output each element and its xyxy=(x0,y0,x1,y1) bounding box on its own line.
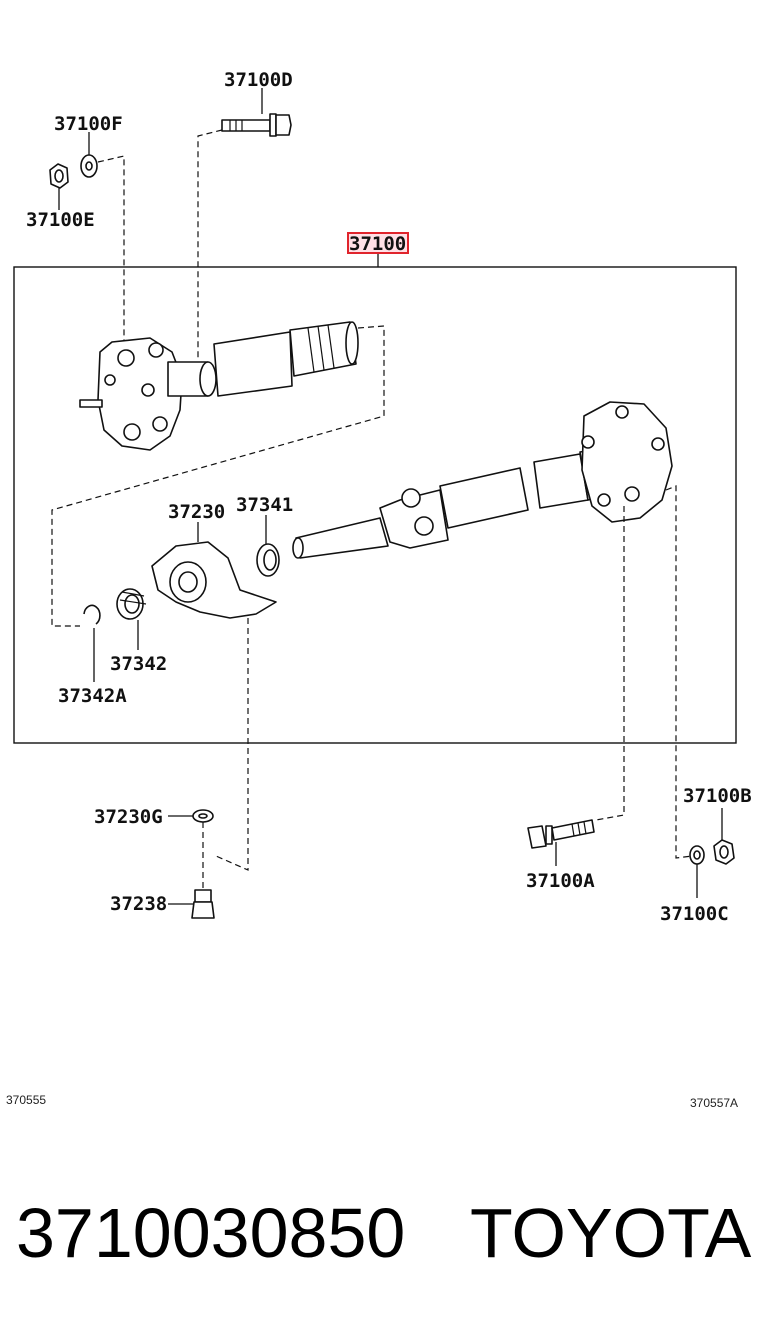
assembly-frame xyxy=(13,266,737,744)
label-37342a[interactable]: 37342A xyxy=(58,685,127,707)
washer-37230g[interactable] xyxy=(192,809,214,823)
label-37238[interactable]: 37238 xyxy=(110,893,167,915)
label-37230g[interactable]: 37230G xyxy=(94,806,163,828)
label-37341[interactable]: 37341 xyxy=(236,494,293,516)
label-37100f[interactable]: 37100F xyxy=(54,113,123,135)
dash-rear-right xyxy=(665,485,693,859)
bolt-37100a[interactable] xyxy=(527,819,595,849)
dash-bearing-down xyxy=(215,618,249,871)
label-37100a[interactable]: 37100A xyxy=(526,870,595,892)
nut-37100e[interactable] xyxy=(49,163,69,189)
label-37230[interactable]: 37230 xyxy=(168,501,225,523)
label-37100b[interactable]: 37100B xyxy=(683,785,752,807)
ref-code-right: 370557A xyxy=(690,1096,738,1110)
highlight-box xyxy=(347,232,409,254)
rear-flex-coupling[interactable] xyxy=(581,401,673,523)
dash-upper-spline xyxy=(51,325,385,627)
washer-37100c[interactable] xyxy=(689,845,705,865)
label-37100d[interactable]: 37100D xyxy=(224,69,293,91)
nut-37238[interactable] xyxy=(191,889,215,919)
rear-shaft-tube[interactable] xyxy=(292,447,613,559)
front-flex-coupling[interactable] xyxy=(79,337,183,451)
label-37100e[interactable]: 37100E xyxy=(26,209,95,231)
washer-37100f[interactable] xyxy=(80,154,98,178)
dash-top-bolt xyxy=(197,129,223,360)
front-shaft-tube[interactable] xyxy=(167,321,359,397)
brand-name: TOYOTA xyxy=(470,1194,752,1272)
dash-rear-left xyxy=(595,506,625,821)
seal-37341[interactable] xyxy=(256,543,280,577)
part-number: 3710030850 xyxy=(16,1194,405,1272)
ref-code-left: 370555 xyxy=(6,1093,46,1107)
bolt-37100d[interactable] xyxy=(221,113,292,137)
sleeve-37342[interactable] xyxy=(116,588,147,620)
nut-37100b[interactable] xyxy=(713,839,735,865)
dash-top-washer xyxy=(97,155,125,420)
label-37342[interactable]: 37342 xyxy=(110,653,167,675)
label-37100c[interactable]: 37100C xyxy=(660,903,729,925)
snap-ring-37342a[interactable] xyxy=(83,604,101,625)
center-bearing-37230[interactable] xyxy=(151,541,277,619)
label-37100[interactable]: 37100 xyxy=(349,233,406,255)
